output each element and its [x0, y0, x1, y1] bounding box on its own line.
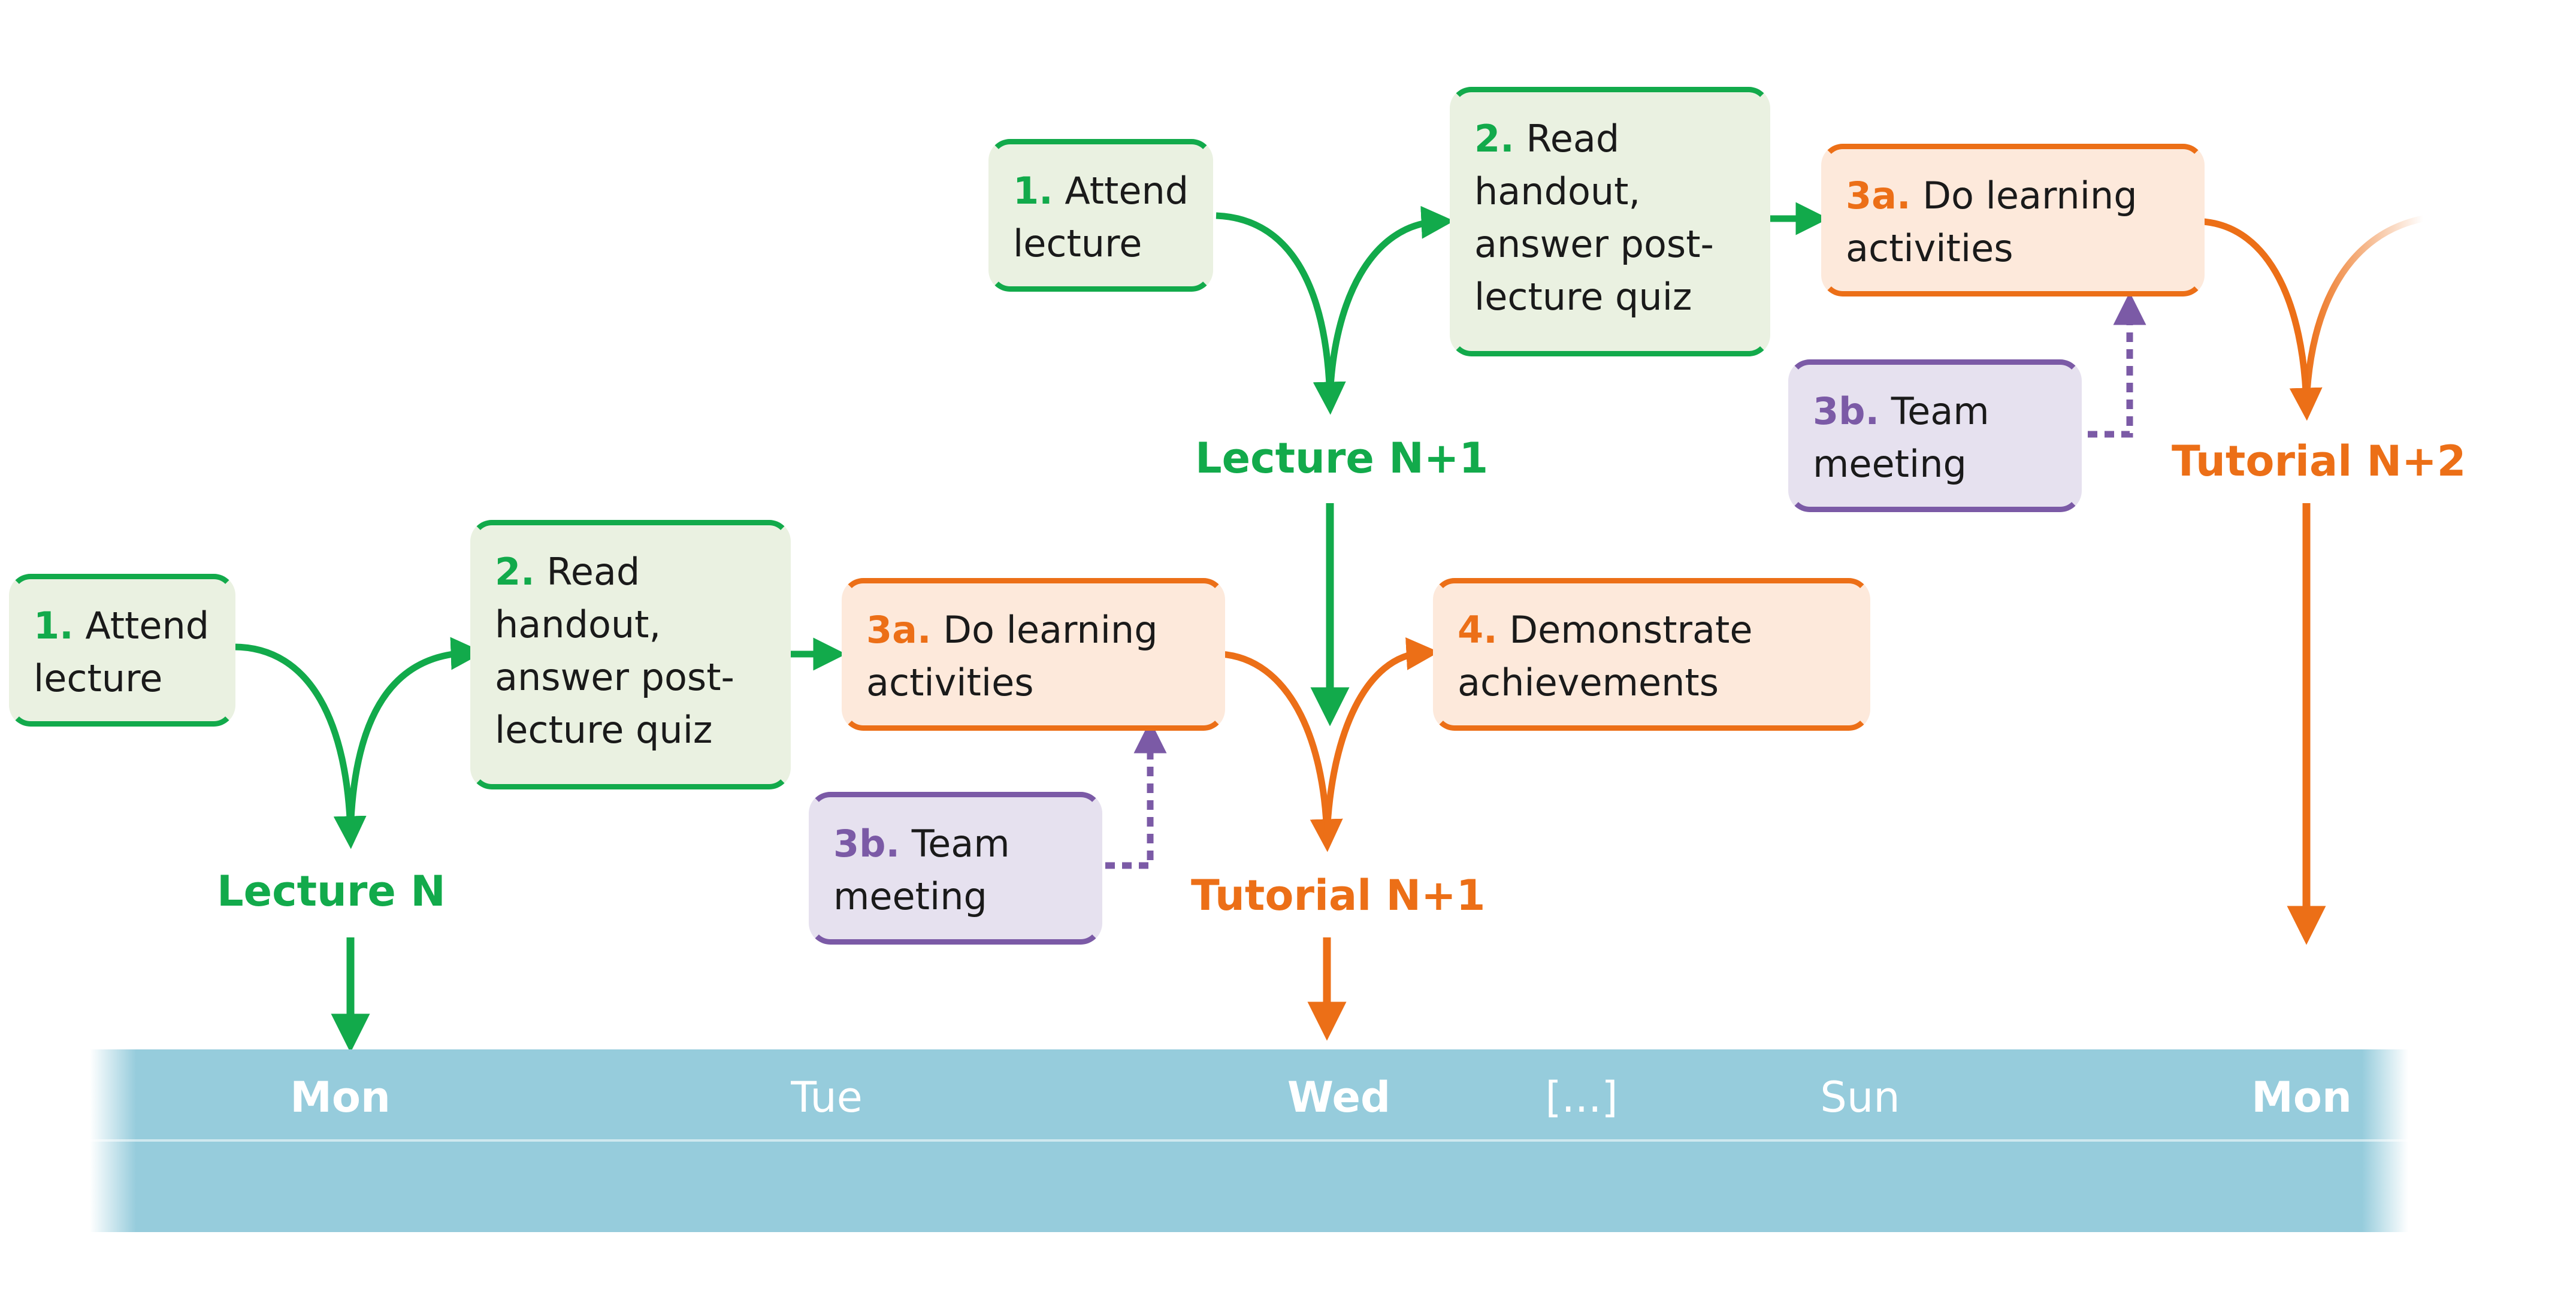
step-text: answer post-	[495, 655, 734, 699]
step-text: answer post-	[1474, 222, 1714, 266]
step-number: 1.	[1013, 169, 1053, 213]
step-text: Attend	[85, 604, 210, 647]
lecture-n1-label: Lecture N+1	[1195, 434, 1489, 483]
day-label-sun: Sun	[1820, 1073, 1900, 1122]
step-text: Read	[546, 550, 640, 594]
tutorial-n2-label: Tutorial N+2	[2172, 437, 2466, 486]
step-number: 4.	[1458, 608, 1498, 652]
step-number: 2.	[1474, 117, 1514, 161]
arrow-attend-to-lecture-n	[233, 643, 367, 849]
day-label-mon: Mon	[290, 1073, 391, 1122]
step-text: Demonstrate	[1509, 608, 1753, 652]
learning-activities-box: 3a. Do learning activities	[842, 578, 1225, 731]
day-label-mon-next: Mon	[2251, 1073, 2352, 1122]
step-text: Read	[1526, 117, 1620, 161]
step-number: 3a.	[866, 608, 932, 652]
learning-activities-box-2: 3a. Do learning activities	[1821, 144, 2205, 296]
lecture-n-label: Lecture N	[217, 867, 446, 916]
day-label-tue: Tue	[791, 1073, 863, 1122]
team-meeting-box: 3b. Team meeting	[809, 792, 1102, 945]
arrow-tutorial-n2-onward	[2303, 215, 2424, 405]
step-text: Team	[911, 822, 1010, 866]
team-meeting-box-2: 3b. Team meeting	[1788, 359, 2082, 512]
read-handout-box: 2. Read handout, answer post- lecture qu…	[470, 520, 791, 789]
step-text: handout,	[1474, 170, 1641, 213]
step-number: 2.	[495, 550, 535, 594]
step-number: 1.	[34, 604, 74, 647]
timeline-divider	[90, 1139, 2408, 1142]
step-text: lecture	[1013, 222, 1142, 265]
step-text: handout,	[495, 603, 661, 646]
step-text: meeting	[1813, 442, 1967, 486]
step-text: meeting	[833, 875, 987, 918]
day-label-ellipsis: [...]	[1545, 1073, 1618, 1122]
arrow-attend2-to-lecture-n1	[1216, 212, 1346, 415]
step-text: Do learning	[1922, 174, 2137, 217]
step-text: lecture quiz	[495, 708, 713, 752]
demonstrate-achievements-box: 4. Demonstrate achievements	[1433, 578, 1870, 731]
attend-lecture-box-2: 1. Attend lecture	[988, 139, 1213, 292]
read-handout-box-2: 2. Read handout, answer post- lecture qu…	[1450, 87, 1770, 356]
arrow-tutorial-to-demonstrate	[1323, 637, 1440, 836]
step-text: lecture quiz	[1474, 275, 1692, 319]
arrow-lecture-n1-to-read2	[1326, 205, 1455, 399]
step-text: activities	[866, 661, 1034, 704]
arrow-team-to-activities	[1105, 720, 1167, 869]
arrow-activities-to-tutorial	[1220, 650, 1343, 852]
arrow-lecture-n-to-read	[347, 637, 484, 833]
step-number: 3b.	[1813, 389, 1880, 433]
attend-lecture-box: 1. Attend lecture	[9, 574, 235, 727]
arrow-activities2-to-tutorial-n2	[2203, 218, 2323, 421]
step-text: Team	[1891, 389, 1990, 433]
step-text: activities	[1846, 226, 2013, 270]
day-label-wed: Wed	[1287, 1073, 1391, 1122]
step-text: Attend	[1065, 169, 1189, 213]
tutorial-n1-label: Tutorial N+1	[1191, 871, 1486, 920]
step-number: 3b.	[833, 822, 900, 866]
week-timeline: Mon Tue Wed [...] Sun Mon	[90, 1049, 2408, 1232]
step-text: Do learning	[943, 608, 1158, 652]
step-text: achievements	[1458, 661, 1719, 704]
arrow-team2-to-activities2	[2088, 292, 2146, 438]
step-number: 3a.	[1846, 174, 1911, 217]
step-text: lecture	[34, 656, 163, 700]
